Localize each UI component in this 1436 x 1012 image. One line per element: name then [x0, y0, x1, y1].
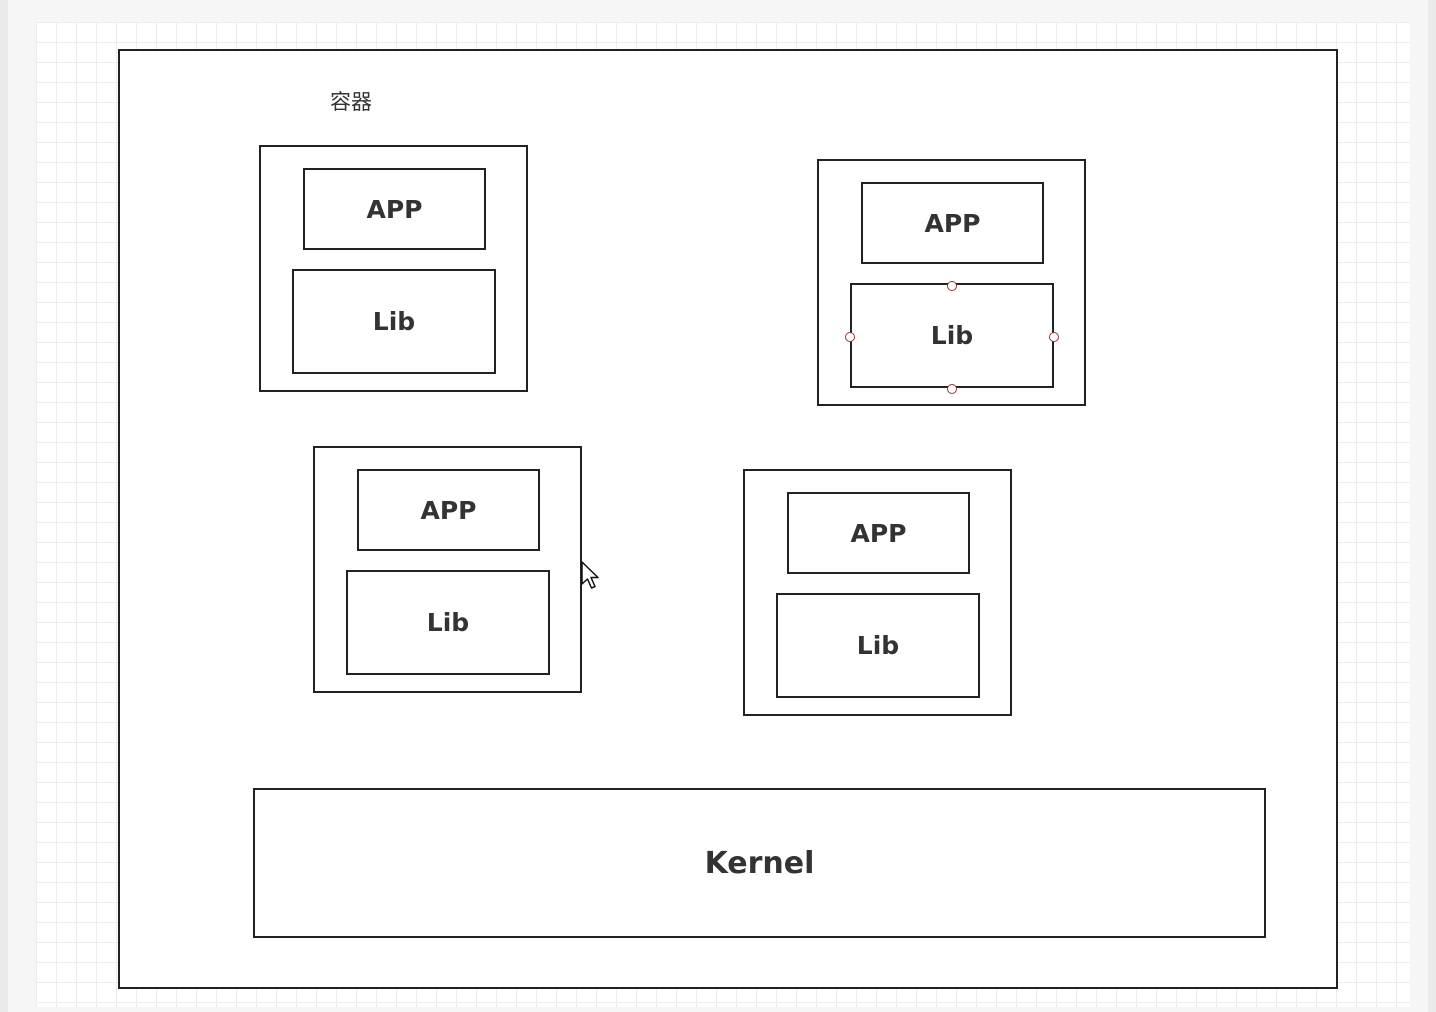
resize-handle-left[interactable] — [845, 332, 855, 342]
resize-handle-right[interactable] — [1049, 332, 1059, 342]
lib-box-selected[interactable]: Lib — [850, 283, 1054, 388]
container-caption[interactable]: 容器 — [330, 90, 372, 114]
app-box[interactable]: APP — [303, 168, 486, 250]
lib-box[interactable]: Lib — [292, 269, 496, 374]
lib-box[interactable]: Lib — [776, 593, 980, 698]
app-box[interactable]: APP — [787, 492, 970, 574]
container-box-3[interactable]: APP Lib — [313, 446, 582, 693]
resize-handle-top[interactable] — [947, 281, 957, 291]
mouse-pointer-icon — [581, 561, 599, 589]
app-box[interactable]: APP — [861, 182, 1044, 264]
resize-handle-bottom[interactable] — [947, 384, 957, 394]
container-box-4[interactable]: APP Lib — [743, 469, 1012, 716]
container-box-2[interactable]: APP Lib — [817, 159, 1086, 406]
lib-box[interactable]: Lib — [346, 570, 550, 675]
container-box-1[interactable]: APP Lib — [259, 145, 528, 392]
drawing-canvas[interactable]: 容器 APP Lib APP Lib APP Lib APP Lib Kerne… — [8, 0, 1428, 1012]
app-box[interactable]: APP — [357, 469, 540, 551]
kernel-box[interactable]: Kernel — [253, 788, 1266, 938]
